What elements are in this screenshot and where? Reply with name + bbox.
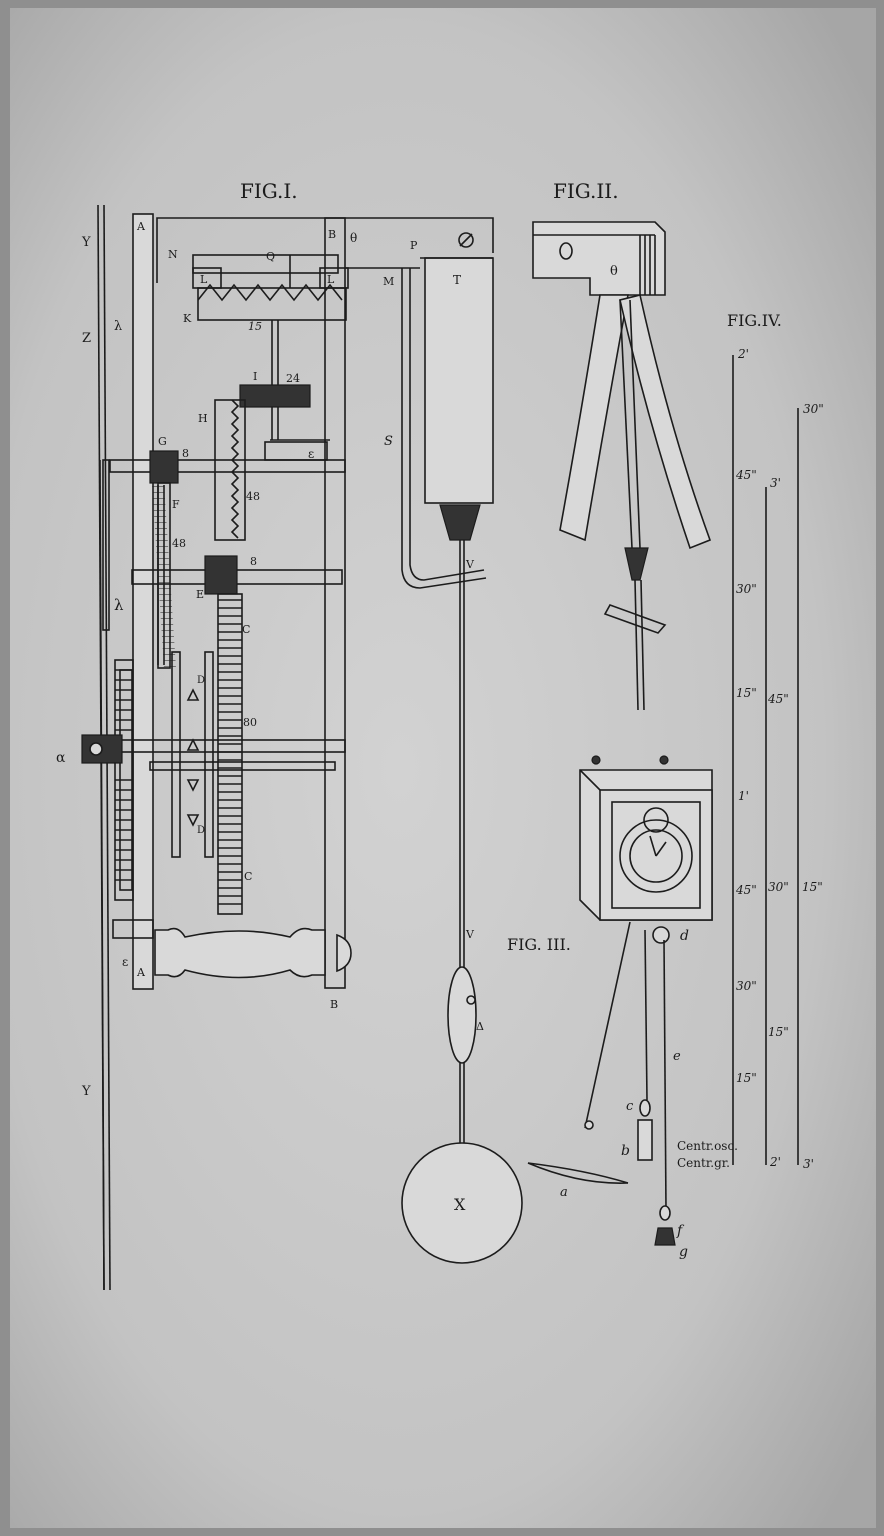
fig1-label-L-left: L xyxy=(200,273,208,286)
fig1-label-D-bottom: D xyxy=(197,825,205,836)
scale1-tick-1: 45" xyxy=(735,468,757,482)
figure-4: FIG.IV. 2' 45" 30" 15" 1' 45" 30" 15" 3'… xyxy=(677,311,824,1171)
scale2-tick-4: 2' xyxy=(769,1155,781,1169)
scale1-tick-3: 15" xyxy=(736,686,757,700)
fig1-label-M: M xyxy=(383,275,394,288)
fig1-label-N: N xyxy=(168,248,178,261)
fig1-label-8-e: 8 xyxy=(250,555,257,568)
fig3-label-g: g xyxy=(679,1244,688,1260)
fig1-label-T: T xyxy=(453,273,461,287)
fig4-title: FIG.IV. xyxy=(727,311,782,330)
scale1-tick-4: 1' xyxy=(738,789,749,803)
fig1-label-theta: θ xyxy=(350,231,357,245)
fig2-label-theta: θ xyxy=(610,264,618,279)
weight-box-T xyxy=(424,257,494,504)
fig1-label-A-bottom: A xyxy=(136,966,146,979)
fig1-label-Y: Y xyxy=(81,235,91,250)
fig1-label-I: I xyxy=(253,370,257,383)
fig3-label-e: e xyxy=(673,1049,681,1064)
wheel-C xyxy=(217,593,243,915)
centr-gr-label: Centr.gr. xyxy=(677,1156,730,1170)
fig1-label-V-top: V xyxy=(465,558,475,571)
fig1-label-S: S xyxy=(384,434,393,449)
fig1-label-G: G xyxy=(158,435,167,448)
scale1-tick-0: 2' xyxy=(737,347,749,361)
fig1-label-8-g: 8 xyxy=(182,447,189,460)
fig3-label-d: d xyxy=(680,928,689,944)
fig1-label-K: K xyxy=(183,312,192,325)
fig1-label-24: 24 xyxy=(286,372,300,385)
scale1-tick-7: 15" xyxy=(736,1071,757,1085)
scale2-tick-0: 3' xyxy=(770,476,781,490)
fig1-label-epsilon: ε xyxy=(308,447,314,461)
fig1-label-E: E xyxy=(196,588,204,601)
fig1-label-L-right: L xyxy=(327,273,335,286)
fig1-label-B-bottom: B xyxy=(330,998,338,1011)
fig1-label-H: H xyxy=(198,412,208,425)
fig1-label-X: X xyxy=(454,1195,466,1214)
pillar-A xyxy=(132,213,154,990)
fig3-label-b: b xyxy=(621,1143,630,1159)
wheel-I xyxy=(239,384,311,408)
fig1-label-V-mid: V xyxy=(465,928,475,941)
centr-osc-label: Centr.osc. xyxy=(677,1139,738,1153)
fig1-label-15: 15 xyxy=(248,320,262,333)
fig1-label-lambda-top: λ xyxy=(114,319,122,334)
scale1-tick-2: 30" xyxy=(736,582,757,596)
scale1-tick-5: 45" xyxy=(735,883,757,897)
fig1-label-C-top: C xyxy=(242,623,250,636)
fig1-label-80: 80 xyxy=(243,716,257,729)
fig1-label-Q: Q xyxy=(266,250,275,263)
fig1-label-Z: Z xyxy=(82,331,91,346)
scale1-tick-6: 30" xyxy=(736,979,757,993)
figure-2: FIG.II. θ xyxy=(532,179,712,711)
fig1-label-lambda-mid: λ xyxy=(114,596,124,614)
fig1-label-alpha: α xyxy=(56,750,66,766)
fig1-label-e-left: ε xyxy=(122,955,128,969)
pendulum-lens xyxy=(447,966,477,1064)
scale2-tick-2: 30" xyxy=(768,880,789,894)
baluster xyxy=(154,927,326,979)
fig3-label-f: f xyxy=(676,1223,685,1239)
figure-1: FIG.I. xyxy=(56,179,523,1291)
fig3-label-c: c xyxy=(626,1099,634,1114)
fig1-label-Y-bottom: Y xyxy=(81,1084,91,1099)
fig1-label-delta: Δ xyxy=(476,1020,484,1033)
fig2-title: FIG.II. xyxy=(553,179,619,203)
fig3-title: FIG. III. xyxy=(507,935,571,954)
figure-3: FIG. III. a b c d e f g xyxy=(507,755,713,1260)
pulley-d xyxy=(652,926,670,944)
fig1-label-A-top: A xyxy=(136,220,146,233)
fig1-label-B-top: B xyxy=(328,228,336,241)
pendulum-bob-X xyxy=(401,1142,523,1264)
scale3-tick-0: 30" xyxy=(803,402,824,416)
fig1-label-F: F xyxy=(172,498,180,511)
scale2-tick-1: 45" xyxy=(767,692,789,706)
fig1-label-C-bottom: C xyxy=(244,870,252,883)
scale3-tick-1: 15" xyxy=(802,880,823,894)
fig1-title: FIG.I. xyxy=(240,179,298,203)
scale2-tick-3: 15" xyxy=(768,1025,789,1039)
fig1-label-48-f: 48 xyxy=(172,537,186,550)
fig3-label-a: a xyxy=(560,1185,568,1200)
fig1-label-48-h: 48 xyxy=(246,490,260,503)
fig1-label-P: P xyxy=(410,239,418,252)
scale3-tick-2: 3' xyxy=(803,1157,814,1171)
fig1-label-D-top: D xyxy=(197,675,205,686)
